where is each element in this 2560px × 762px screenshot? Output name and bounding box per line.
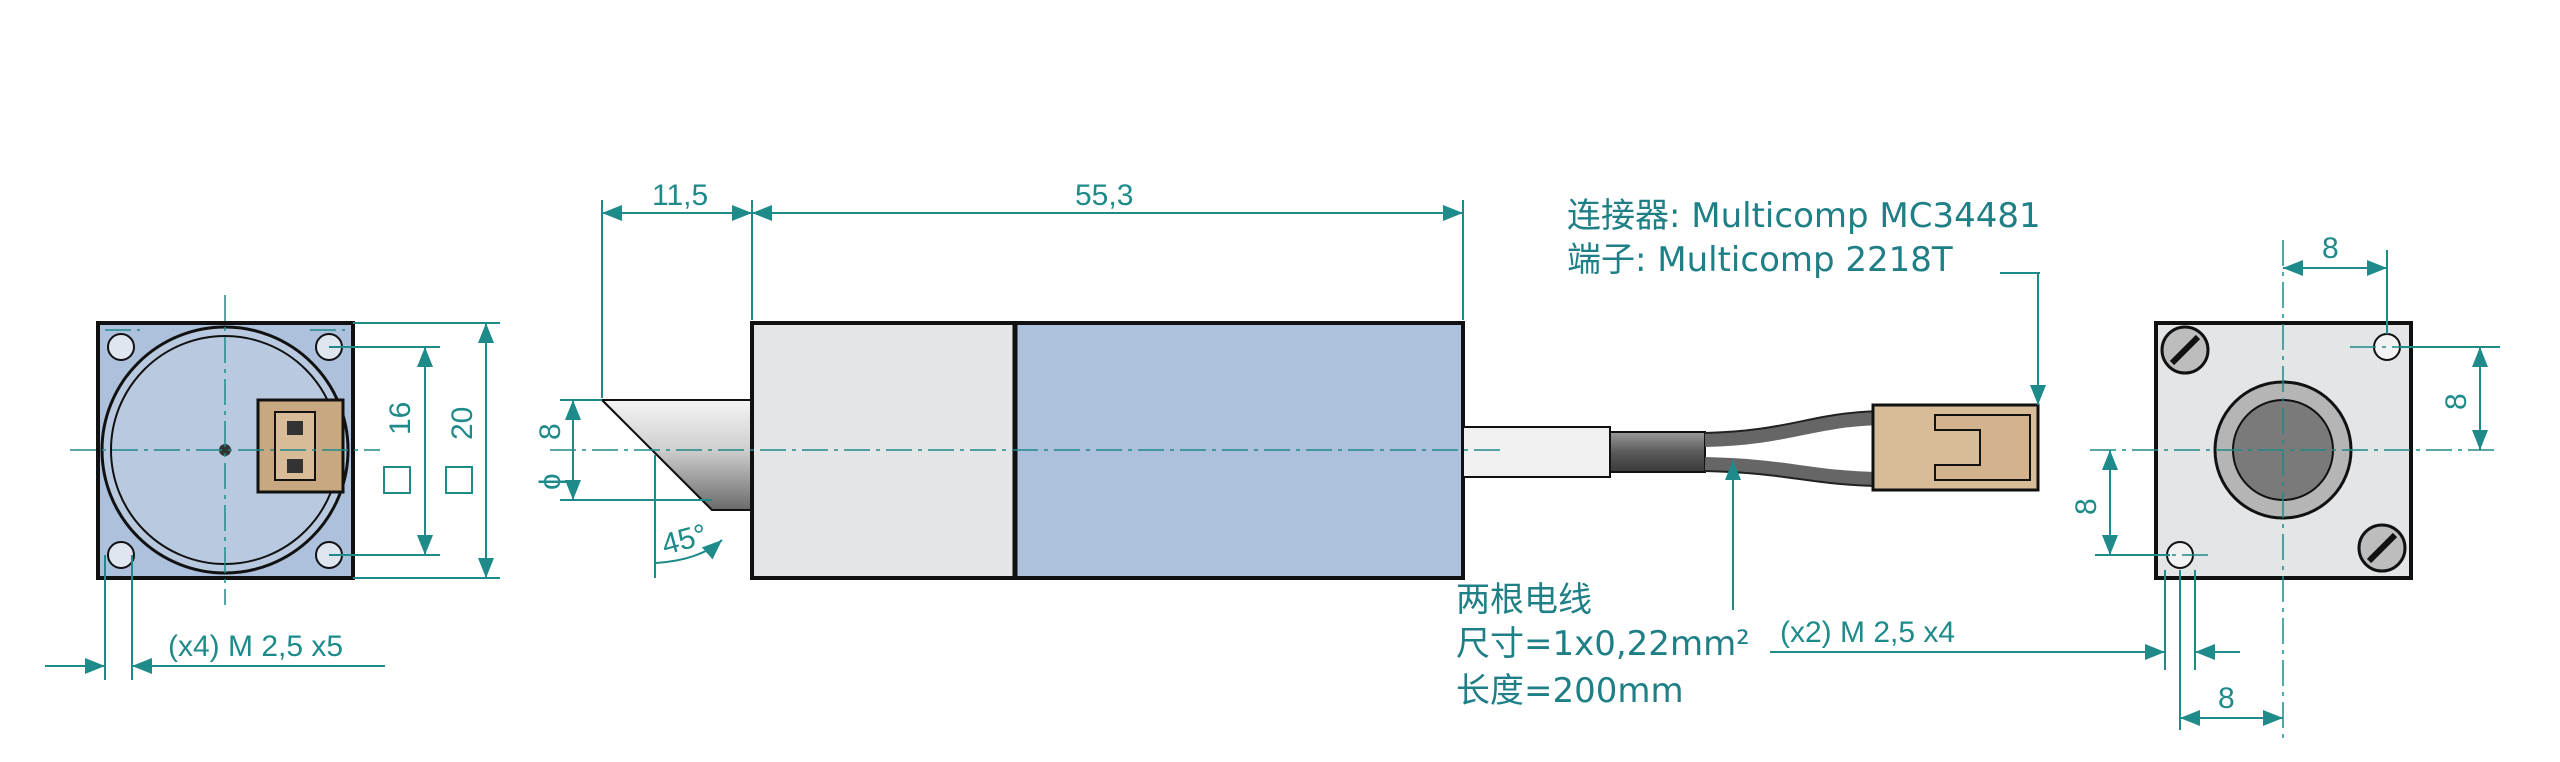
square-symbol-16 xyxy=(383,466,411,494)
left-terminal-pin-2 xyxy=(287,459,303,473)
left-hole-tl xyxy=(107,333,135,361)
dim-dia-text: 8 xyxy=(534,423,567,440)
wire-upper-edge xyxy=(1704,410,1881,434)
shaft-tip xyxy=(599,399,753,511)
square-symbol-20 xyxy=(445,466,473,494)
right-screw-top xyxy=(2160,325,2210,375)
wire-length-label: 长度=200mm xyxy=(1456,671,1684,711)
side-view: 11,5 55,3 ɸ 8 45° 连接器: Multicomp MC34481… xyxy=(534,179,2046,711)
connector-label: 连接器: Multicomp MC34481 xyxy=(1567,196,2041,236)
cable-sleeve xyxy=(1462,426,1611,478)
right-rear-view: 8 8 8 8 (x2) M 2,5 x4 xyxy=(1770,232,2500,740)
left-shaft-dot xyxy=(219,444,231,456)
dim-16-text: 16 xyxy=(384,402,417,435)
left-terminal-pin-1 xyxy=(287,421,303,435)
wires-label: 两根电线 xyxy=(1456,580,1592,620)
cable-bundle xyxy=(1609,431,1706,473)
dim-r-top-text: 8 xyxy=(2322,232,2339,265)
dim-r-left-text: 8 xyxy=(2070,498,2103,515)
dim-r-bottom-text: 8 xyxy=(2218,682,2235,715)
right-screw-callout: (x2) M 2,5 x4 xyxy=(1780,616,1955,649)
dim-20-text: 20 xyxy=(446,407,479,440)
angle-text: 45° xyxy=(658,518,710,562)
dim-dia-symbol: ɸ xyxy=(534,474,567,491)
terminal-label: 端子: Multicomp 2218T xyxy=(1567,240,1953,280)
dim-r-side-text: 8 xyxy=(2440,393,2473,410)
dim-body-text: 55,3 xyxy=(1075,179,1133,212)
connector-face xyxy=(1934,414,2031,481)
wire-size-label: 尺寸=1x0,22mm² xyxy=(1456,624,1750,664)
right-screw-bottom xyxy=(2357,523,2407,573)
left-hole-bl xyxy=(107,541,135,569)
shaft-tip-edge xyxy=(601,399,713,511)
left-front-view: 16 20 (x4) M 2,5 x5 xyxy=(45,295,500,680)
wire-upper xyxy=(1704,411,1881,447)
angle-arc xyxy=(655,539,723,564)
left-screw-callout: (x4) M 2,5 x5 xyxy=(168,630,343,663)
dim-tip-text: 11,5 xyxy=(652,179,708,212)
